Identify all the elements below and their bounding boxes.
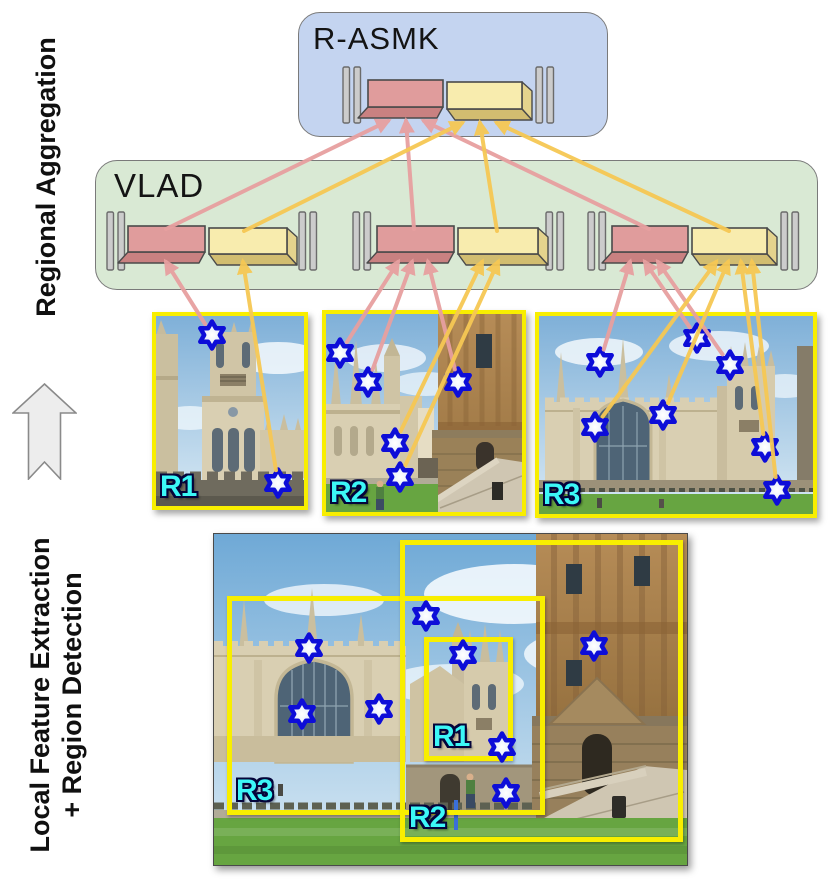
vlad-box: VLAD (95, 160, 818, 290)
up-arrow-icon (12, 383, 77, 480)
detected-region-box-r2: R2 (400, 540, 683, 842)
local-feature-extraction-label: Local Feature Extraction + Region Detect… (24, 525, 90, 865)
detected-region-box-r1: R1 (424, 637, 513, 761)
query-image: R3 R2 R1 (213, 533, 688, 866)
query-region-label-r1: R1 (433, 720, 470, 753)
rasmk-box: R-ASMK (298, 12, 608, 137)
region-crop-r3: R3 (535, 312, 817, 518)
region-crop-r2: R2 (322, 310, 526, 516)
rasmk-title: R-ASMK (313, 21, 440, 56)
vlad-title: VLAD (114, 167, 205, 204)
r3-photo-scene (539, 316, 813, 514)
region-crop-r1: R1 (152, 312, 308, 510)
query-region-label-r3: R3 (236, 774, 273, 807)
detected-region-box-r3: R3 (227, 596, 545, 815)
regional-aggregation-label: Regional Aggregation (31, 37, 61, 317)
local-feature-line1: Local Feature Extraction (25, 537, 55, 853)
region-label-r2: R2 (330, 476, 367, 509)
local-feature-line2: + Region Detection (57, 572, 87, 818)
region-label-r3: R3 (543, 478, 580, 511)
region-label-r1: R1 (160, 470, 197, 503)
query-region-label-r2: R2 (409, 801, 446, 834)
